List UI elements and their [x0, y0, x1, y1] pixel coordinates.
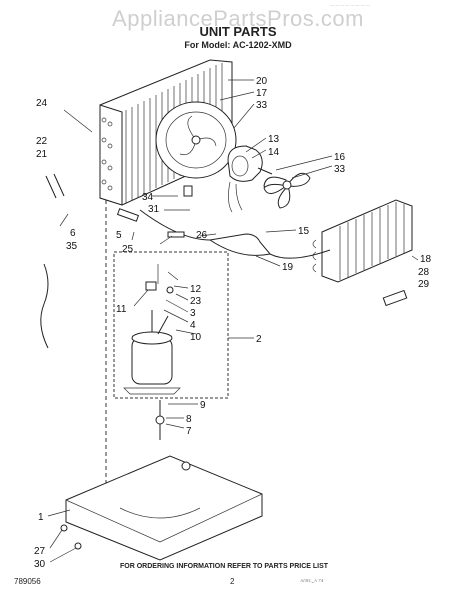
- watermark: AppliancePartsPros.com: [112, 6, 364, 31]
- header-mark: — — — — — — — —: [330, 2, 370, 7]
- callout-35: 35: [66, 241, 78, 252]
- callout-15: 15: [298, 226, 310, 237]
- callout-24: 24: [36, 98, 48, 109]
- callout-30: 30: [34, 559, 46, 570]
- callout-31: 31: [148, 204, 160, 215]
- fan-shroud: [155, 101, 237, 179]
- base-pan: [65, 455, 263, 561]
- callouts: 20 17 33 24 22 21 13 14 16 33 34 31 6 35…: [34, 76, 432, 570]
- callout-1: 1: [38, 512, 44, 523]
- leader-lines: [47, 79, 419, 563]
- capillary: [167, 231, 185, 238]
- callout-11: 11: [116, 304, 127, 315]
- screw: [60, 524, 68, 532]
- callout-9: 9: [200, 400, 206, 411]
- terminal-parts: [145, 264, 179, 294]
- evaporator-coil: [312, 199, 413, 283]
- drawing-code: 789056: [14, 577, 41, 586]
- callout-14: 14: [268, 147, 280, 158]
- compressor-group-box: [113, 251, 229, 399]
- callout-34: 34: [142, 192, 154, 203]
- callout-10: 10: [190, 332, 202, 343]
- callout-27: 27: [34, 546, 46, 557]
- callout-8: 8: [186, 414, 192, 425]
- callout-4: 4: [190, 320, 196, 331]
- callout-3: 3: [190, 308, 196, 319]
- callout-2: 2: [256, 334, 262, 345]
- callout-25: 25: [122, 244, 134, 255]
- page-title: UNIT PARTS: [199, 24, 277, 39]
- callout-20: 20: [256, 76, 268, 87]
- callout-16: 16: [334, 152, 346, 163]
- left-tube: [45, 173, 65, 199]
- clip: [74, 542, 82, 550]
- grommet: [155, 415, 165, 425]
- callout-23: 23: [190, 296, 202, 307]
- handwritten-mark: ᴬᴵᴹᴸ-ᴬ ⁷⁴: [300, 578, 324, 586]
- callout-5: 5: [116, 230, 122, 241]
- callout-13: 13: [268, 134, 280, 145]
- model-subtitle: For Model: AC-1202-XMD: [184, 40, 292, 50]
- bracket: [382, 289, 408, 307]
- callout-29: 29: [418, 279, 430, 290]
- callout-19: 19: [282, 262, 294, 273]
- callout-17: 17: [256, 88, 268, 99]
- power-cord: [40, 263, 49, 349]
- callout-28: 28: [418, 267, 430, 278]
- callout-18: 18: [420, 254, 432, 265]
- callout-26: 26: [196, 230, 208, 241]
- blower-fan: [263, 172, 311, 209]
- callout-33a: 33: [256, 100, 268, 111]
- compressor: [123, 310, 181, 395]
- callout-22: 22: [36, 136, 48, 147]
- callout-12: 12: [190, 284, 202, 295]
- filter-drier: [116, 208, 140, 222]
- ordering-note: FOR ORDERING INFORMATION REFER TO PARTS …: [120, 563, 329, 570]
- callout-6: 6: [70, 228, 76, 239]
- fan-motor: [183, 145, 273, 213]
- callout-7: 7: [186, 426, 192, 437]
- callout-33b: 33: [334, 164, 346, 175]
- page-number: 2: [230, 577, 235, 586]
- callout-21: 21: [36, 149, 48, 160]
